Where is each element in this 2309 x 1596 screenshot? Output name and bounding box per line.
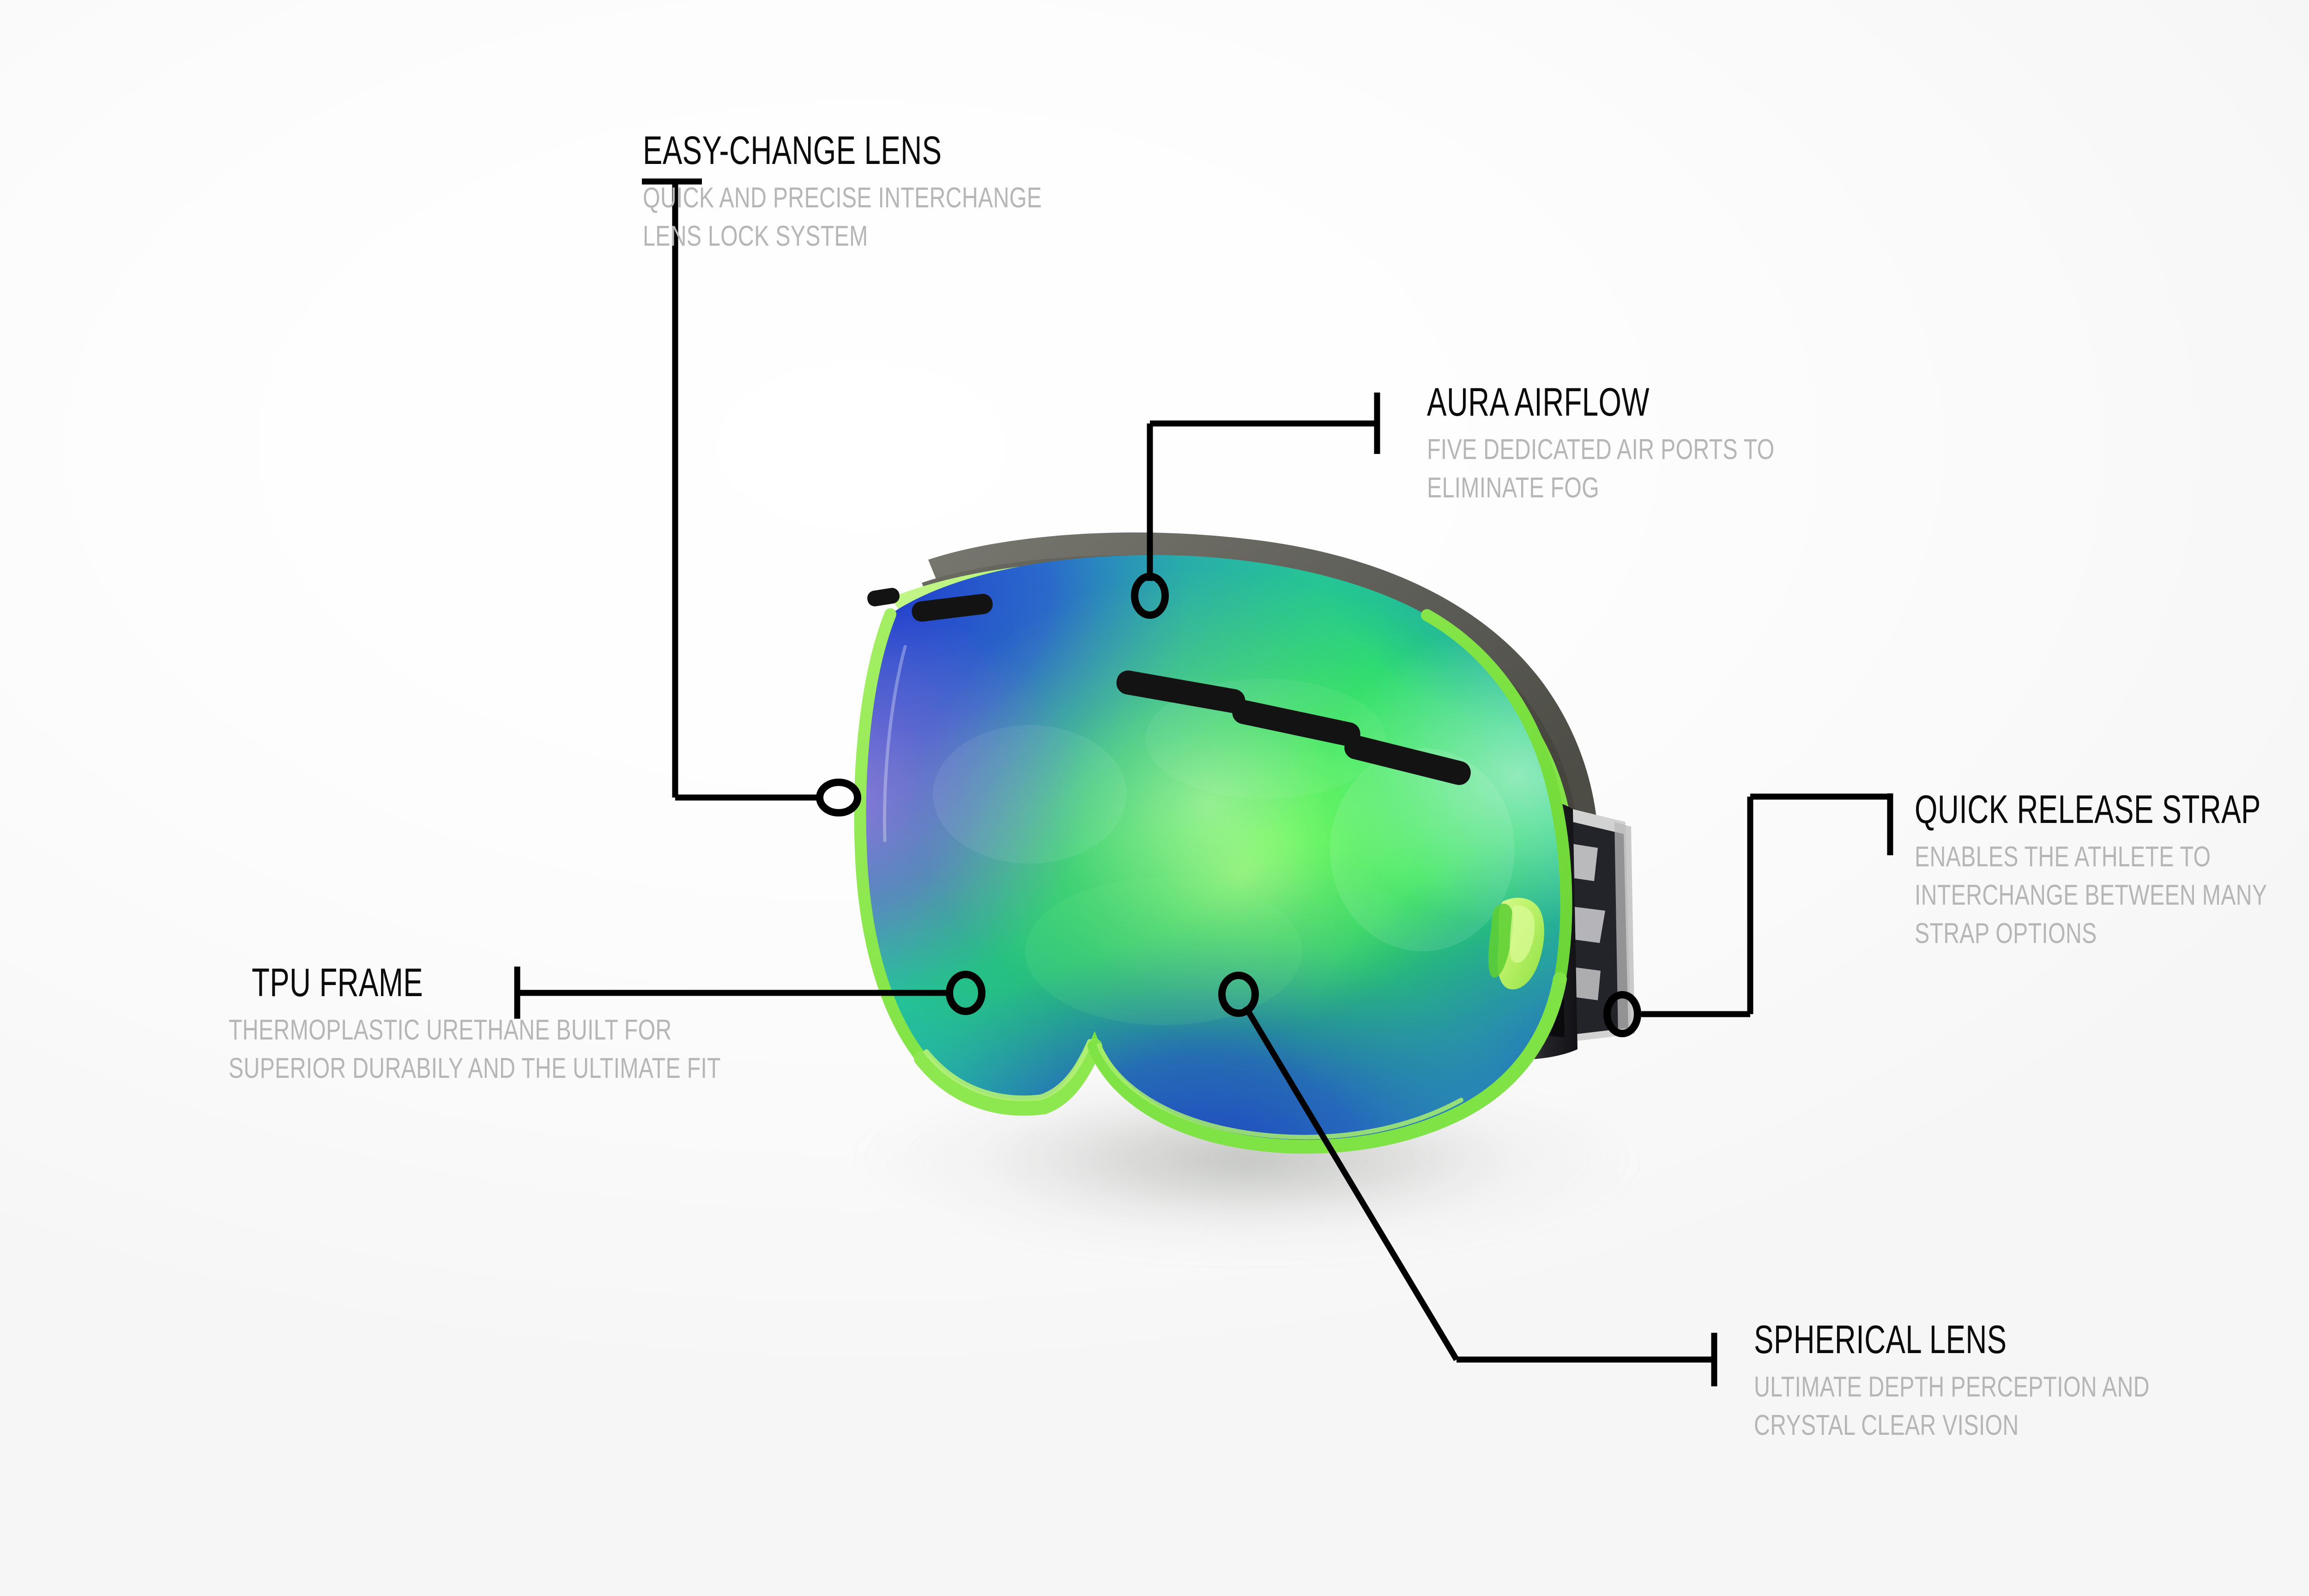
callout-subtitle-aura-airflow: FIVE DEDICATED AIR PORTS TO ELIMINATE FO… (1427, 430, 1774, 507)
callout-subtitle-line: ENABLES THE ATHLETE TO (1915, 841, 2211, 873)
callout-title-tpu-frame: TPU FRAME (252, 961, 423, 1005)
callout-spherical-lens: SPHERICAL LENS ULTIMATE DEPTH PERCEPTION… (1754, 1320, 2261, 1445)
goggle-frame-nose-notch (914, 1039, 1102, 1116)
callout-subtitle-line: SUPERIOR DURABILY AND THE ULTIMATE FIT (229, 1052, 721, 1085)
callout-aura-airflow: AURA AIRFLOW FIVE DEDICATED AIR PORTS TO… (1427, 382, 1873, 507)
callout-tpu-frame: TPU FRAME THERMOPLASTIC URETHANE BUILT F… (229, 961, 859, 1088)
callout-subtitle-line: CRYSTAL CLEAR VISION (1754, 1409, 2019, 1442)
callout-title-aura-airflow: AURA AIRFLOW (1427, 380, 1650, 424)
callout-subtitle-line: STRAP OPTIONS (1915, 918, 2097, 950)
callout-subtitle-line: QUICK AND PRECISE INTERCHANGE (643, 182, 1042, 214)
callout-subtitle-easy-change-lens: QUICK AND PRECISE INTERCHANGE LENS LOCK … (643, 179, 1042, 255)
callout-title-easy-change-lens: EASY-CHANGE LENS (643, 128, 942, 173)
callout-subtitle-spherical-lens: ULTIMATE DEPTH PERCEPTION AND CRYSTAL CL… (1754, 1368, 2150, 1445)
callout-easy-change-lens: EASY-CHANGE LENS QUICK AND PRECISE INTER… (643, 131, 1154, 255)
callout-subtitle-tpu-frame: THERMOPLASTIC URETHANE BUILT FOR SUPERIO… (229, 1011, 721, 1088)
callout-subtitle-quick-release-strap: ENABLES THE ATHLETE TO INTERCHANGE BETWE… (1915, 838, 2279, 953)
ski-goggle-product (813, 499, 1672, 1191)
goggle-lens (860, 555, 1566, 1147)
callout-subtitle-line: THERMOPLASTIC URETHANE BUILT FOR (229, 1014, 672, 1046)
callout-title-quick-release-strap: QUICK RELEASE STRAP (1915, 787, 2261, 832)
goggle-lens-vents (867, 588, 1471, 785)
callout-quick-release-strap: QUICK RELEASE STRAP ENABLES THE ATHLETE … (1915, 790, 2309, 953)
goggle-quick-release-clip (1488, 897, 1544, 990)
callout-subtitle-line: LENS LOCK SYSTEM (643, 220, 868, 253)
callout-title-spherical-lens: SPHERICAL LENS (1754, 1318, 2007, 1362)
callout-subtitle-line: ELIMINATE FOG (1427, 472, 1599, 504)
callout-subtitle-line: INTERCHANGE BETWEEN MANY (1915, 879, 2267, 912)
callout-subtitle-line: FIVE DEDICATED AIR PORTS TO (1427, 434, 1775, 466)
callout-subtitle-line: ULTIMATE DEPTH PERCEPTION AND (1754, 1371, 2150, 1403)
